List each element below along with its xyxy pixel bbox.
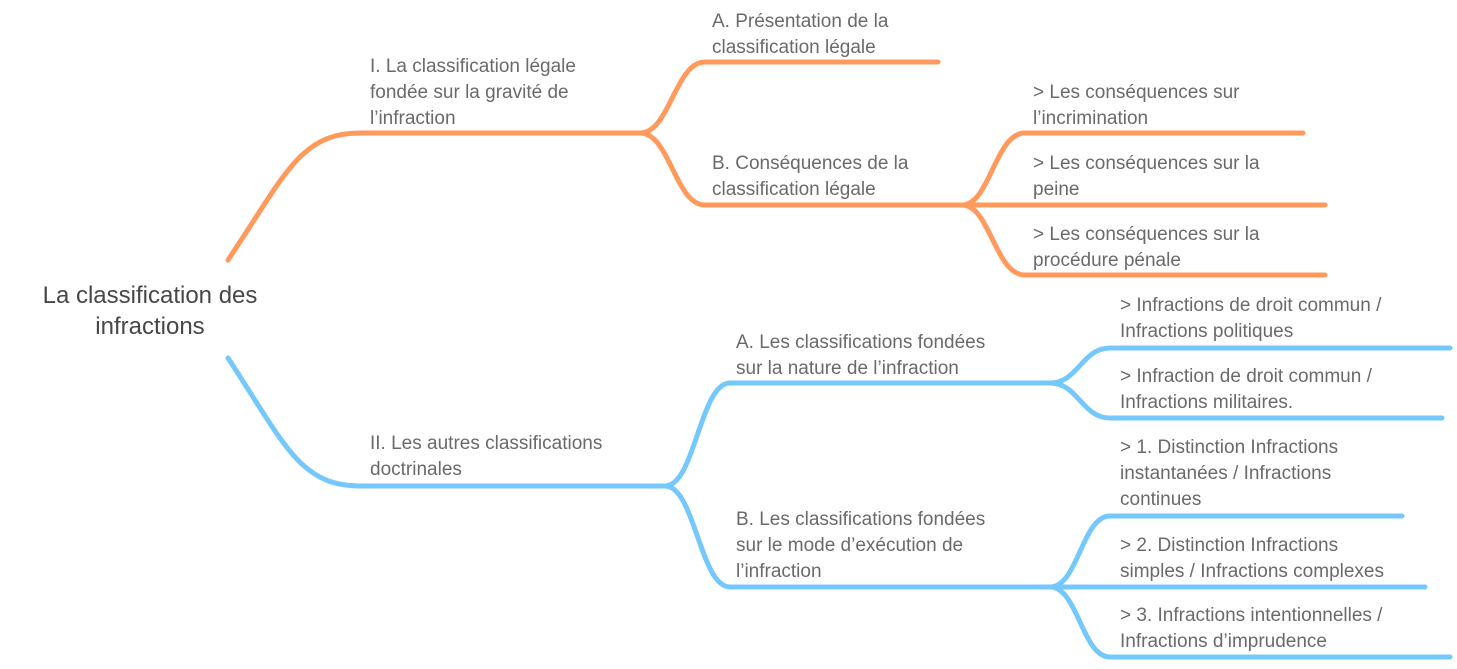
connector-I-to-B [637, 130, 965, 208]
connector-II-to-A [662, 380, 1053, 489]
topic-I-B-3[interactable]: > Les conséquences sur la procédure péna… [1033, 224, 1260, 271]
topic-I-B-1[interactable]: > Les conséquences sur l’incrimination [1033, 82, 1240, 129]
topic-II[interactable]: II. Les autres classifications doctrinal… [370, 433, 603, 480]
connector-B-to-child-1 [959, 130, 1306, 208]
connector-IIB-to-child-3 [1047, 584, 1453, 660]
root-topic[interactable]: La classification des infractions [42, 282, 258, 340]
connector-II-to-B [662, 483, 1053, 590]
topic-II-B-2[interactable]: > 2. Distinction Infractions simples / I… [1120, 535, 1384, 582]
topic-I-B-2[interactable]: > Les conséquences sur la peine [1033, 153, 1260, 200]
topic-I-A[interactable]: A. Présentation de la classification lég… [712, 11, 889, 58]
connector-IIA-to-child-2 [1047, 380, 1445, 421]
topic-I[interactable]: I. La classification légale fondée sur l… [370, 56, 576, 129]
connector-root-to-I [225, 130, 643, 263]
topic-II-B-3[interactable]: > 3. Infractions intentionnelles / Infra… [1120, 605, 1383, 652]
topic-II-A-2[interactable]: > Infraction de droit commun / Infractio… [1120, 366, 1372, 413]
topic-II-A[interactable]: A. Les classifications fondées sur la na… [736, 332, 986, 379]
topic-II-B[interactable]: B. Les classifications fondées sur le mo… [736, 509, 986, 582]
connector-root-to-II [225, 355, 668, 489]
topic-I-B[interactable]: B. Conséquences de la classification lég… [712, 153, 909, 200]
connector-IIA-to-child-1 [1047, 345, 1453, 386]
connector-IIB-to-child-1 [1047, 513, 1405, 590]
topic-II-B-1[interactable]: > 1. Distinction Infractions instantanée… [1120, 437, 1339, 510]
connector-I-to-A [637, 59, 941, 136]
topic-II-A-1[interactable]: > Infractions de droit commun / Infracti… [1120, 295, 1382, 342]
connector-B-to-child-3 [959, 202, 1328, 278]
